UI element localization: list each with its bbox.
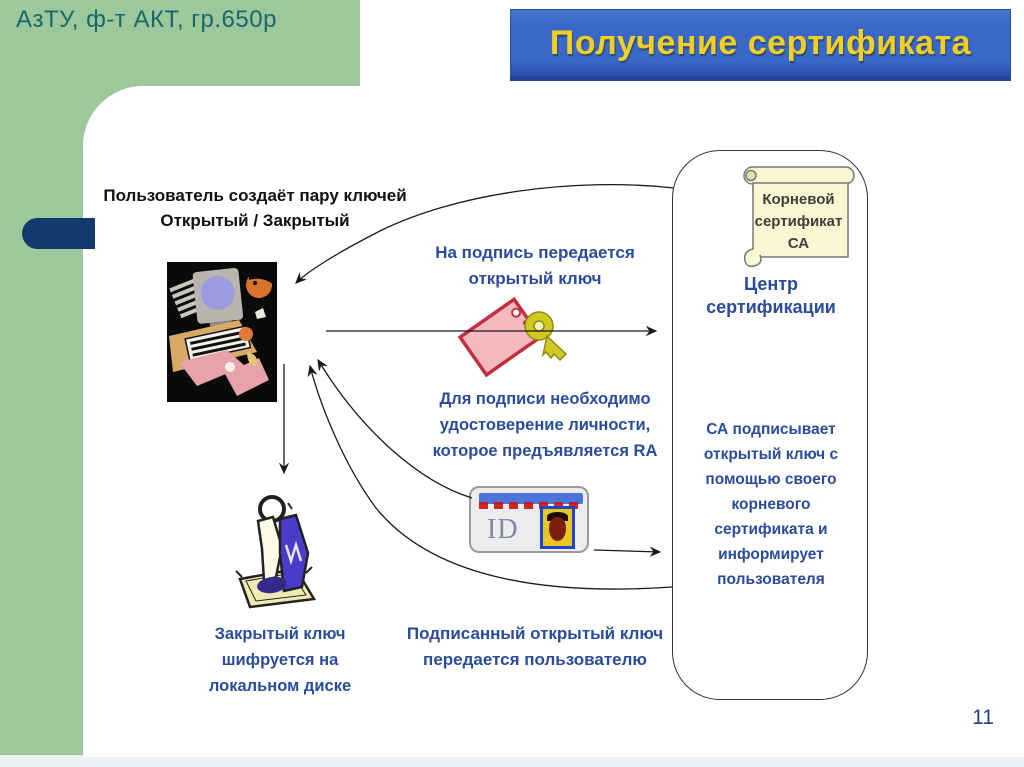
signed-key-caption: Подписанный открытый ключ передается пол…	[406, 624, 664, 669]
ca-panel-description: СА подписывает открытый ключ с помощью с…	[703, 421, 839, 588]
user-caption: Пользователь создаёт пару ключей Открыты…	[103, 186, 407, 230]
slide-header: АзТУ, ф-т АКТ, гр.650р	[16, 6, 277, 33]
root-certificate-scroll: Корневой сертификат СА	[734, 163, 863, 275]
public-key-caption: На подпись передается открытый ключ	[435, 243, 635, 288]
keyboard	[184, 325, 252, 362]
private-key-caption: Закрытый ключ шифруется на локальном дис…	[208, 625, 352, 695]
private-keys-icon	[228, 487, 323, 609]
id-card-label: ID	[487, 514, 519, 545]
slide-title: Получение сертификата	[549, 23, 972, 62]
slide-title-box: Получение сертификата	[510, 9, 1011, 81]
public-key-tag-icon	[448, 286, 578, 378]
id-card-icon: ID	[469, 486, 589, 553]
bottom-band	[0, 755, 1024, 767]
navy-bullet-shape	[22, 218, 95, 249]
green-side-strip	[0, 0, 83, 755]
identity-caption: Для подписи необходимо удостоверение лич…	[432, 390, 658, 460]
ca-panel-title: Центр сертификации	[706, 274, 836, 317]
root-certificate-caption: Корневой сертификат СА	[754, 191, 843, 252]
id-card-photo	[540, 506, 575, 549]
computer-user-icon	[167, 262, 277, 402]
page-number: 11	[972, 706, 994, 729]
certificate-authority-panel: Корневой сертификат СА Центр сертификаци…	[672, 150, 868, 700]
